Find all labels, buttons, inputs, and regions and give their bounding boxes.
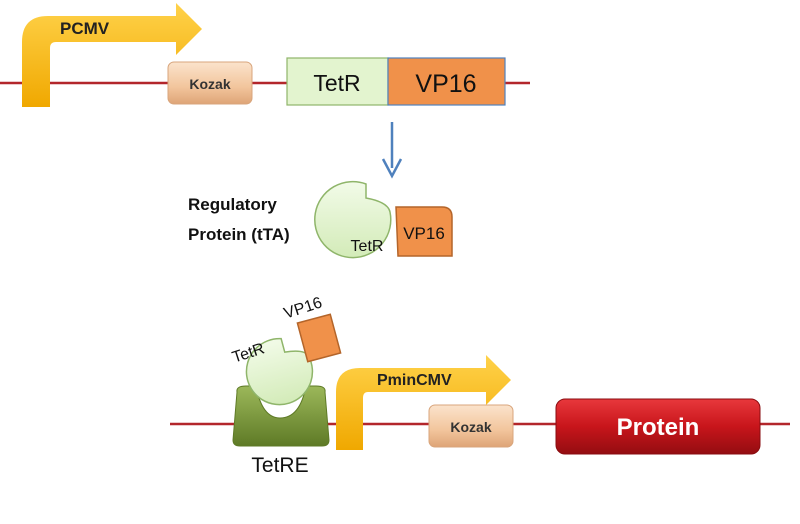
tta-vp16-label: VP16 bbox=[403, 224, 445, 243]
pcmv-label: PCMV bbox=[60, 19, 110, 38]
pcmv-promoter-arrow bbox=[22, 3, 202, 107]
tta-tetr-label: TetR bbox=[351, 238, 384, 255]
bottom-kozak-box bbox=[428, 404, 514, 448]
top-tetr-label: TetR bbox=[313, 70, 360, 96]
bound-vp16-shape bbox=[296, 313, 342, 363]
protein-label: Protein bbox=[617, 414, 700, 441]
tta-tetr-shape bbox=[314, 180, 392, 259]
bound-tetr-shape bbox=[245, 337, 314, 406]
protein-box bbox=[555, 398, 761, 455]
top-kozak-label: Kozak bbox=[189, 76, 230, 92]
top-vp16-box bbox=[387, 57, 506, 106]
regulatory-label-line2: Protein (tTA) bbox=[188, 225, 290, 244]
top-tetr-box bbox=[286, 57, 389, 106]
pmincmv-promoter-arrow bbox=[336, 355, 511, 450]
bottom-kozak-label: Kozak bbox=[450, 419, 491, 435]
regulatory-protein: Regulatory Protein (tTA) TetR VP16 bbox=[188, 180, 453, 259]
top-kozak-box bbox=[167, 61, 253, 105]
regulatory-label-line1: Regulatory bbox=[188, 195, 277, 214]
tta-vp16-shape bbox=[395, 206, 453, 257]
expression-arrow bbox=[381, 122, 403, 179]
tetre-label: TetRE bbox=[251, 454, 308, 477]
bottom-construct: TetRE TetR VP16 PminCMV Kozak Protein bbox=[170, 294, 790, 477]
pmincmv-label: PminCMV bbox=[377, 372, 452, 389]
top-construct: PCMV Kozak TetR VP16 bbox=[0, 3, 530, 107]
top-vp16-label: VP16 bbox=[415, 70, 476, 98]
